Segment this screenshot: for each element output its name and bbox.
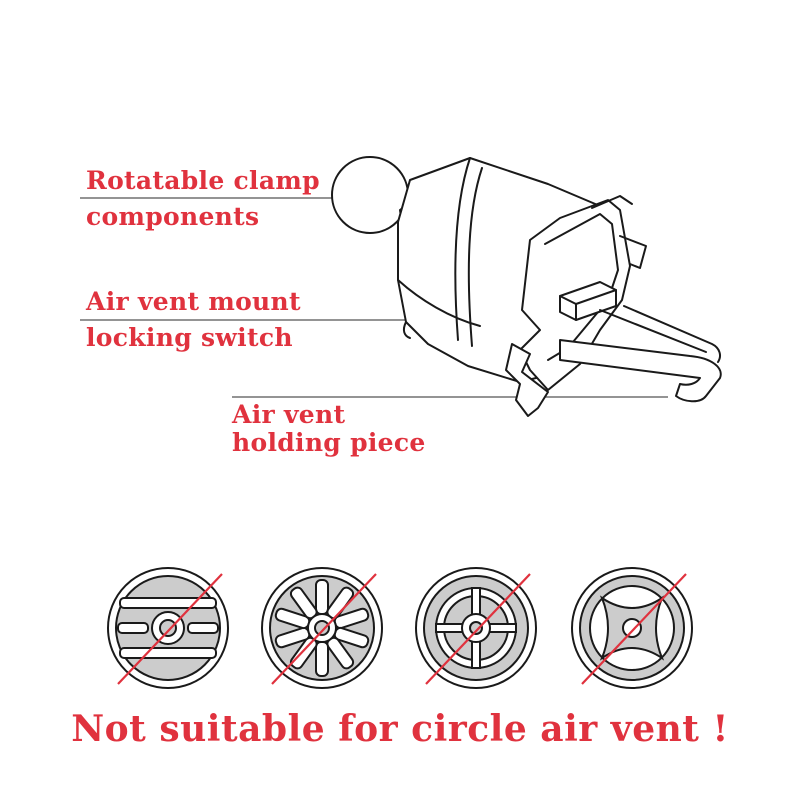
- label-switch-line2: locking switch: [86, 323, 293, 352]
- vent-cross-icon: [415, 567, 537, 689]
- label-switch-line1: Air vent mount: [86, 287, 301, 316]
- label-holder-line2: holding piece: [232, 428, 426, 457]
- vent-spokes-icon: [261, 567, 383, 689]
- vent-slats-icon: [107, 567, 229, 689]
- car-mount-icon: [331, 156, 722, 417]
- label-clamp-line2: components: [86, 202, 260, 231]
- label-clamp-line1: Rotatable clamp: [86, 166, 320, 195]
- vent-x-icon: [571, 567, 693, 689]
- warning-text: Not suitable for circle air vent !: [71, 708, 729, 750]
- label-holder-line1: Air vent: [232, 400, 346, 429]
